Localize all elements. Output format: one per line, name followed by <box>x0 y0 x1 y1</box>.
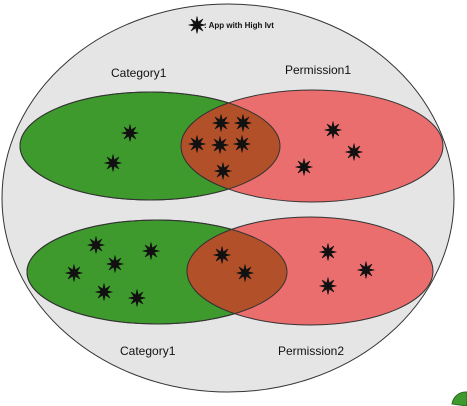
top-category-label: Category1 <box>111 66 167 80</box>
app-marker <box>233 135 251 153</box>
app-marker <box>214 162 232 180</box>
app-marker <box>212 114 230 132</box>
app-marker <box>95 283 113 301</box>
app-marker <box>106 255 124 273</box>
legend: : App with High Ivt <box>188 16 274 34</box>
app-marker <box>236 264 254 282</box>
app-marker <box>319 243 337 261</box>
bottom-category-label: Category1 <box>120 344 176 358</box>
outer-circle <box>1 3 455 393</box>
bottom-overlap <box>186 220 287 324</box>
partial-circle <box>451 391 467 406</box>
app-marker <box>87 236 105 254</box>
top-overlap <box>180 92 280 200</box>
app-marker <box>357 261 375 279</box>
app-marker <box>234 114 252 132</box>
app-marker <box>213 246 231 264</box>
legend-text: : App with High Ivt <box>204 21 274 30</box>
app-marker <box>121 124 139 142</box>
app-marker <box>345 143 363 161</box>
app-marker <box>65 264 83 282</box>
app-marker <box>142 242 160 260</box>
app-marker <box>319 277 337 295</box>
bottom-category-outline <box>26 219 288 325</box>
top-permission-label: Permission1 <box>285 63 351 77</box>
legend-star-icon <box>188 16 206 34</box>
app-marker <box>324 121 342 139</box>
bottom-venn: Category1 Permission2 <box>26 216 434 358</box>
top-venn: Category1 Permission1 <box>19 63 444 203</box>
app-marker <box>295 158 313 176</box>
top-category-outline <box>19 91 281 201</box>
app-marker <box>104 154 122 172</box>
app-marker <box>211 136 229 154</box>
bottom-permission-label: Permission2 <box>278 344 344 358</box>
app-marker <box>128 289 146 307</box>
app-marker <box>188 135 206 153</box>
